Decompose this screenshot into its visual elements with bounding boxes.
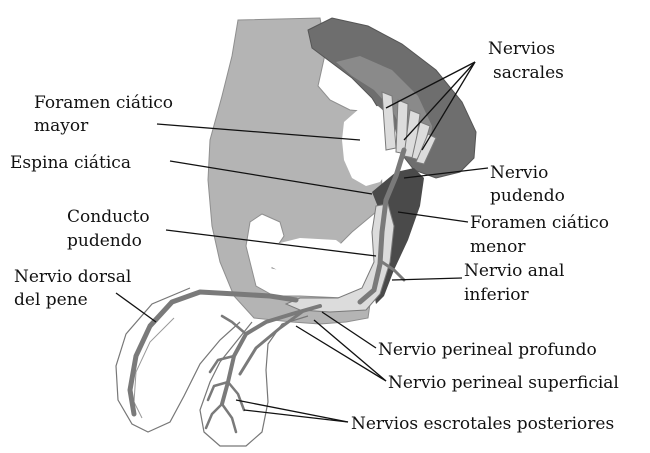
label-nervio-dorsal-del-pene: Nervio dorsal del pene: [14, 267, 137, 310]
label-foramen-ciatico-mayor: Foramen ciático mayor: [34, 93, 178, 136]
label-conducto-pudendo: Conducto pudendo: [67, 207, 155, 251]
penis-shaft-line: [134, 318, 174, 418]
label-nervios-sacrales: Nervios sacrales: [488, 39, 564, 83]
label-nervio-perineal-superficial: Nervio perineal superficial: [388, 373, 619, 393]
label-nervio-perineal-profundo: Nervio perineal profundo: [378, 340, 597, 360]
label-nervios-escrotales-posteriores: Nervios escrotales posteriores: [351, 414, 614, 434]
label-espina-ciatica: Espina ciática: [10, 153, 131, 173]
label-nervio-anal-inferior: Nervio anal inferior: [464, 261, 570, 305]
label-nervio-pudendo: Nervio pudendo: [490, 163, 565, 206]
label-foramen-ciatico-menor: Foramen ciático menor: [470, 213, 614, 257]
scrotum-outline: [200, 316, 308, 446]
